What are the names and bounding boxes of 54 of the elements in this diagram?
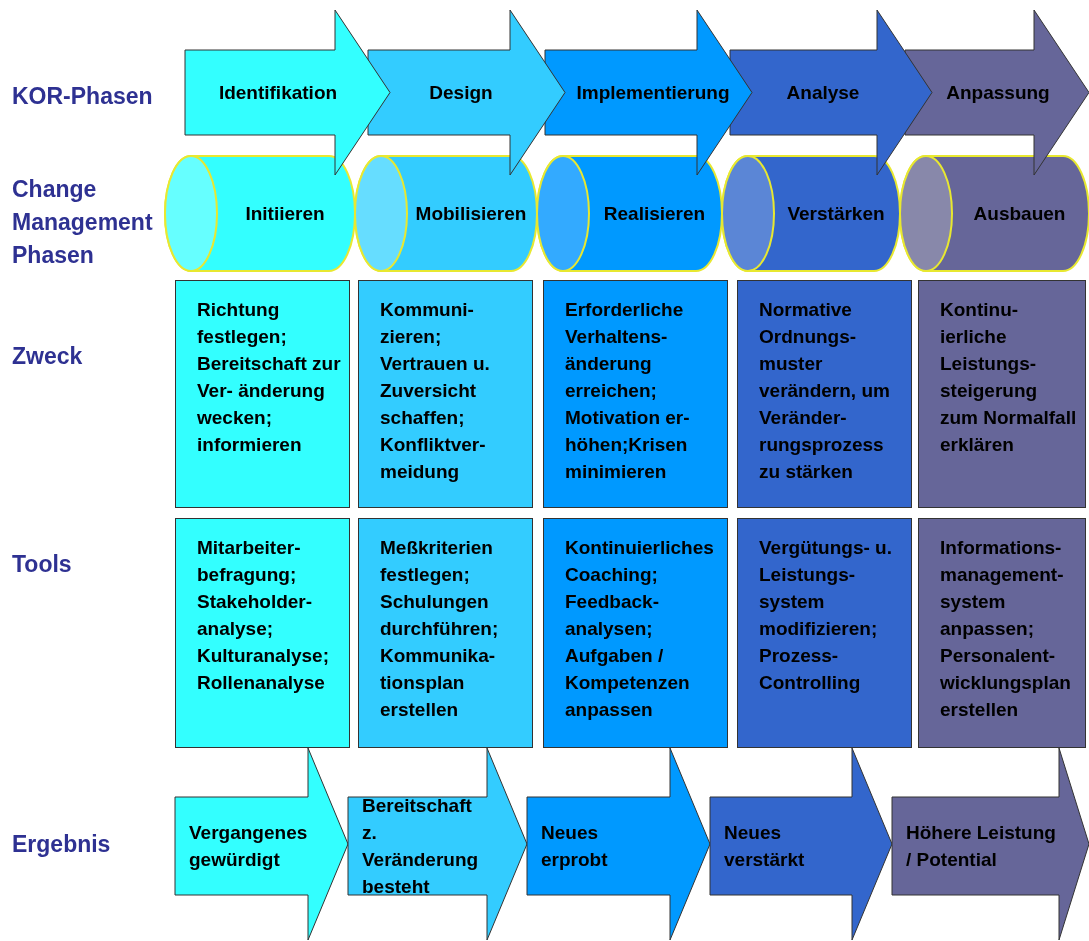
phase-text: Implementierung <box>575 81 731 105</box>
phase-step-shape <box>185 10 390 175</box>
phase-text: Verstärken <box>786 202 886 226</box>
row-label: Ergebnis <box>12 830 112 859</box>
phase-cylinder <box>165 155 355 272</box>
phase-cylinder <box>900 155 1089 272</box>
row-label: Tools <box>12 550 73 579</box>
phase-text: Neues erprobt <box>541 821 609 872</box>
phase-box <box>543 280 728 508</box>
phase-text: Ausbauen <box>972 202 1067 226</box>
phase-box <box>543 518 728 748</box>
phase-text: Mobilisieren <box>414 202 528 226</box>
phase-box <box>737 518 912 748</box>
row-label: KOR-Phasen <box>12 82 154 111</box>
phase-cylinder <box>537 155 722 272</box>
phase-cylinder <box>355 155 537 272</box>
phase-box <box>358 280 533 508</box>
row-label: Zweck <box>12 342 84 371</box>
phase-box <box>737 280 912 508</box>
phase-text: Vergangenes gewürdigt <box>189 821 306 872</box>
phase-step-shape <box>368 10 565 175</box>
phase-box <box>918 518 1086 748</box>
phase-text: Design <box>428 81 494 105</box>
phase-text: Richtung festlegen; Bereitschaft zur Ver- änderung wecken; informieren <box>197 298 342 457</box>
phase-text: Realisieren <box>602 202 707 226</box>
phase-text: Identifikation <box>217 81 339 105</box>
phase-step-shape <box>175 748 348 940</box>
phase-step-shape <box>710 748 892 940</box>
phase-text: Kommuni- zieren; Vertrauen u. Zuversicht schaffen; Konfliktver- meidung <box>380 298 491 484</box>
phase-cylinder <box>722 155 900 272</box>
phase-box <box>175 518 350 748</box>
phase-text: Vergütungs- u. Leistungs- system modifizieren; Prozess- Controlling <box>759 536 893 695</box>
phase-text: Kontinuierliches Coaching; Feedback- analysen; Aufgaben / Kompetenzen anpassen <box>565 536 715 722</box>
row-label: Change Management Phasen <box>12 175 154 270</box>
phase-step-shape <box>527 748 710 940</box>
phase-box <box>175 280 350 508</box>
phase-text: Höhere Leistung / Potential <box>906 821 1057 872</box>
phase-text: Mitarbeiter- befragung; Stakeholder- analyse; Kulturanalyse; Rollenanalyse <box>197 536 330 695</box>
phase-text: Anpassung <box>945 81 1051 105</box>
phase-step-shape <box>892 748 1089 940</box>
phase-step-shape <box>348 748 527 940</box>
phase-box <box>358 518 533 748</box>
phase-box <box>918 280 1086 508</box>
phase-step-shape <box>545 10 752 175</box>
phase-text: Analyse <box>785 81 861 105</box>
phase-text: Meßkriterien festlegen; Schulungen durchführen; Kommunika- tionsplan erstellen <box>380 536 500 722</box>
phase-step-shape <box>730 10 932 175</box>
phase-text: Bereitschaft z. Veränderung besteht <box>362 797 480 895</box>
phase-text: Initiieren <box>244 202 326 226</box>
phase-text: Erforderliche Verhaltens- änderung erreichen; Motivation er- höhen;Krisen minimieren <box>565 298 691 484</box>
phase-text: Normative Ordnungs- muster verändern, um Veränder- rungsprozess zu stärken <box>759 298 891 484</box>
phase-text: Informations- management- system anpassen; Personalent- wicklungsplan erstellen <box>940 536 1072 722</box>
phase-text: Kontinu- ierliche Leistungs- steigerung zum Normalfall erklären <box>940 298 1078 457</box>
phase-text: Neues verstärkt <box>724 821 806 872</box>
